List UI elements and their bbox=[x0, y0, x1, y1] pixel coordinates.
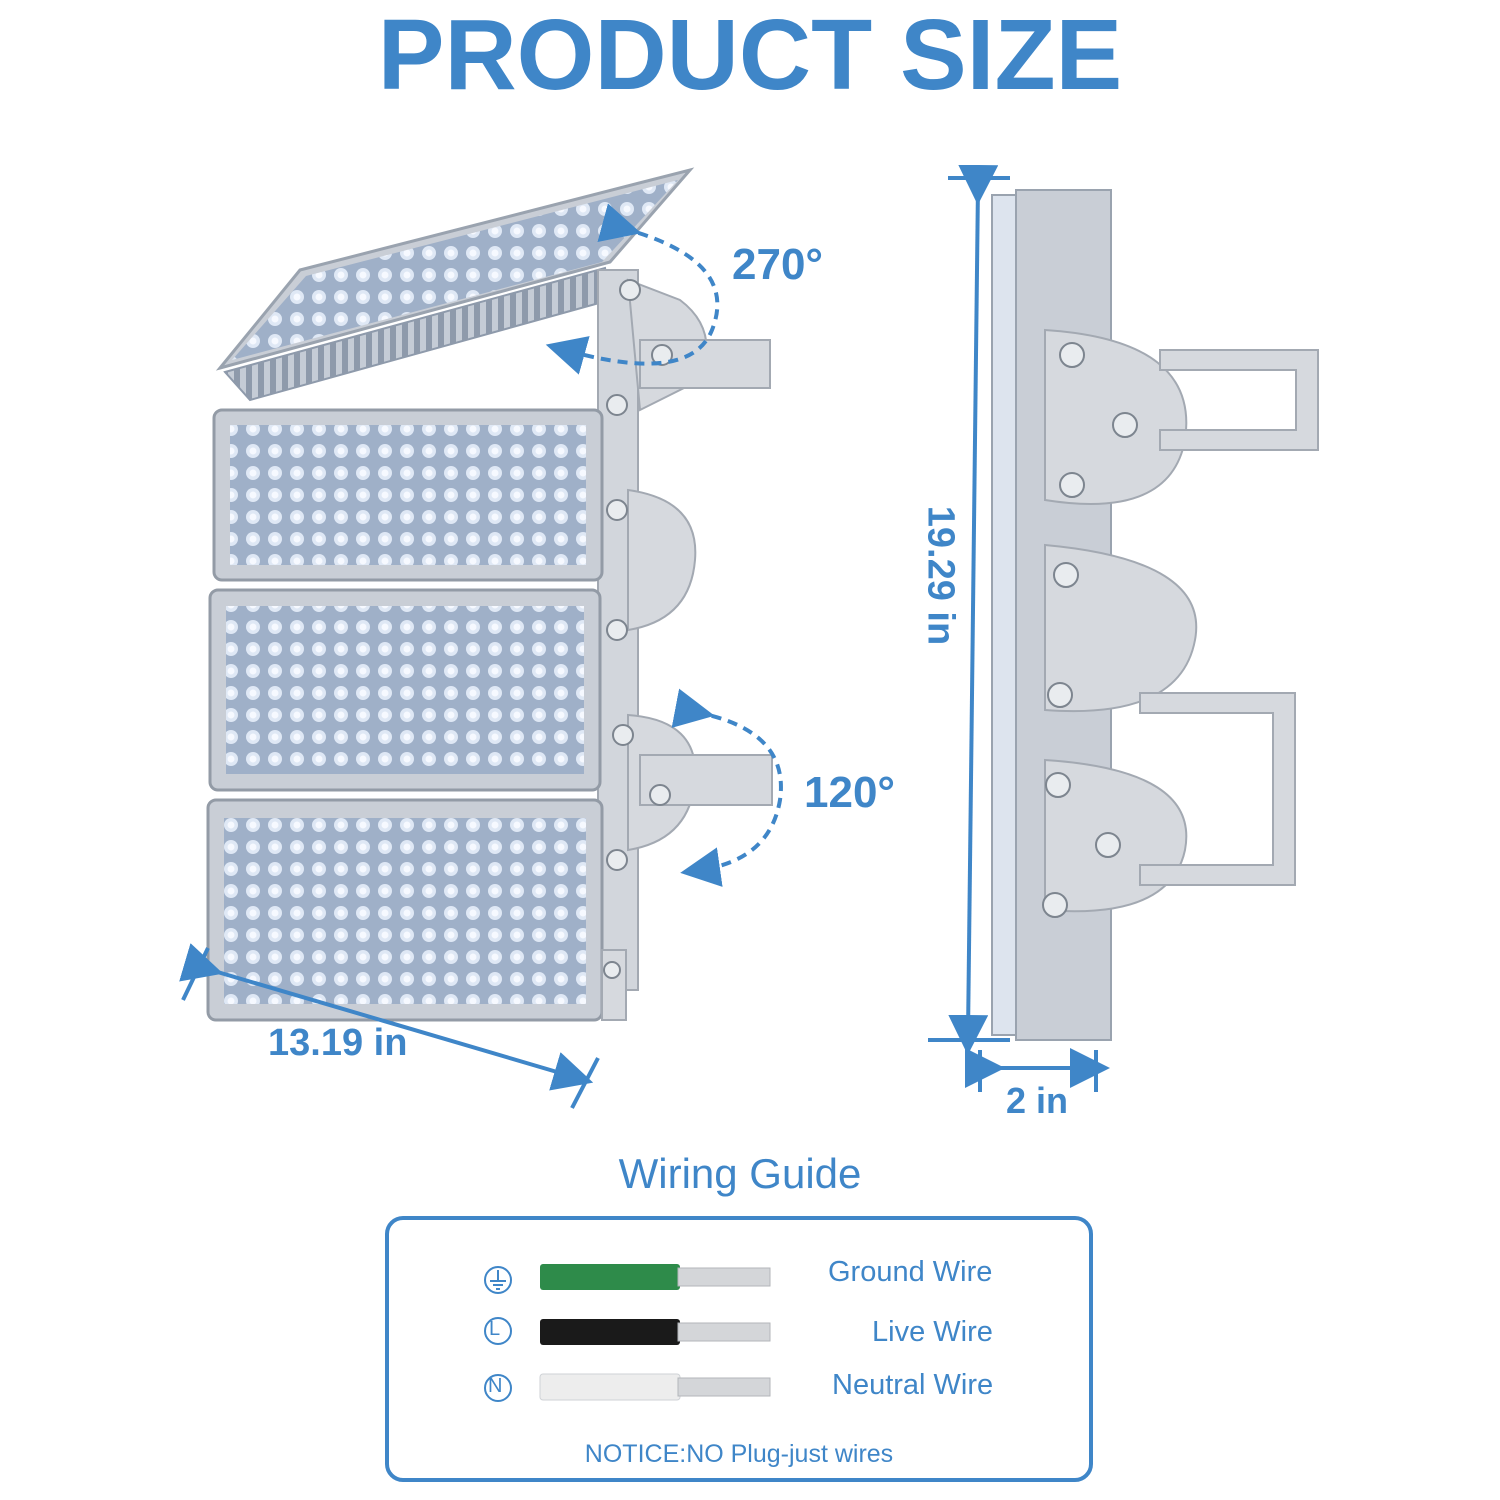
notice-text: NOTICE:NO Plug-just wires bbox=[584, 1440, 894, 1468]
neutral-wire-label: Neutral Wire bbox=[832, 1369, 994, 1401]
height-dimension-line bbox=[948, 164, 999, 1055]
bolts bbox=[603, 279, 673, 979]
page-title: PRODUCT SIZE bbox=[377, 0, 1123, 111]
neutral-icon bbox=[484, 1374, 512, 1402]
neutral-symbol-letter: N bbox=[488, 1375, 503, 1397]
live-icon bbox=[484, 1317, 512, 1345]
ground-icon bbox=[484, 1266, 512, 1294]
wiring-guide-box bbox=[385, 1216, 1093, 1482]
width-dimension-line bbox=[179, 943, 594, 1091]
rotation-270-label: 270° bbox=[732, 240, 824, 289]
live-wire-label: Live Wire bbox=[872, 1316, 993, 1348]
width-label: 13.19 in bbox=[268, 1022, 408, 1064]
ground-wire-label: Ground Wire bbox=[828, 1256, 993, 1288]
wiring-guide-title: Wiring Guide bbox=[618, 1150, 862, 1197]
live-wire bbox=[540, 1319, 771, 1345]
rotation-120-label: 120° bbox=[804, 768, 896, 817]
rotation-arrow-120 bbox=[671, 688, 783, 887]
rotation-arrow-270 bbox=[545, 203, 720, 375]
neutral-wire bbox=[539, 1373, 771, 1401]
led-module-1 bbox=[212, 408, 604, 582]
led-module-2 bbox=[208, 588, 602, 792]
live-symbol-letter: L bbox=[489, 1318, 501, 1340]
ground-wire bbox=[540, 1264, 771, 1290]
depth-label: 2 in bbox=[1006, 1080, 1069, 1121]
